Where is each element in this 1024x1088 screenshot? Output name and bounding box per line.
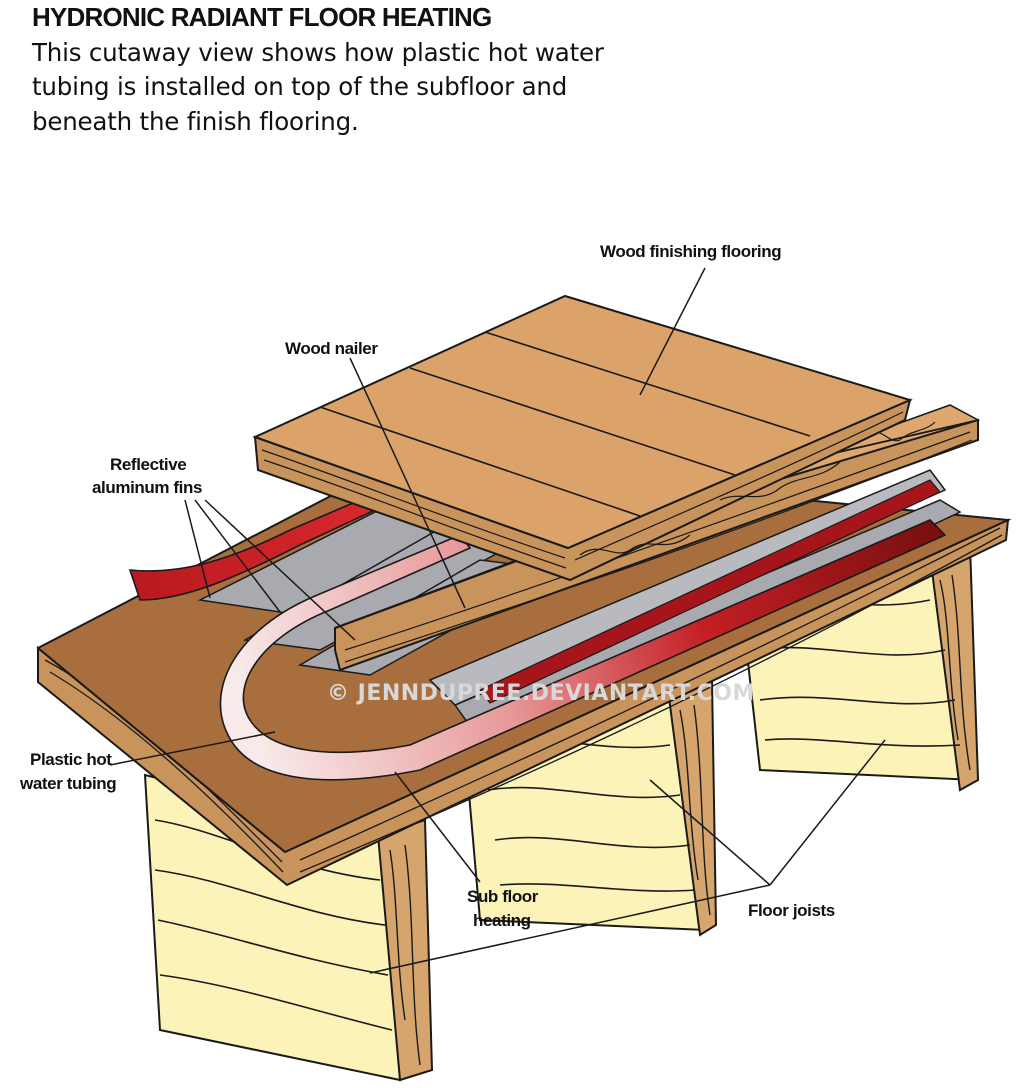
diagram-title: HYDRONIC RADIANT FLOOR HEATING: [32, 2, 492, 32]
label-floor-joists: Floor joists: [748, 901, 835, 920]
label-sub-floor-line1: Sub floor: [467, 887, 539, 906]
label-reflective-fins-line2: aluminum fins: [92, 478, 202, 497]
label-sub-floor-line2: heating: [473, 911, 531, 930]
label-plastic-tubing-line1: Plastic hot: [30, 750, 112, 769]
wood-nailer: [334, 404, 981, 672]
label-wood-nailer: Wood nailer: [285, 339, 378, 358]
leader-lines: [109, 267, 886, 974]
plastic-hot-water-tubing: [128, 479, 947, 781]
diagram-description: This cutaway view shows how plastic hot …: [32, 38, 604, 136]
label-wood-finishing-flooring: Wood finishing flooring: [600, 242, 781, 261]
watermark-text: © JENNDUPREE.DEVIANTART.COM: [327, 681, 755, 706]
label-reflective-fins-line1: Reflective: [110, 455, 186, 474]
wood-finishing-flooring: [252, 294, 913, 582]
label-plastic-tubing-line2: water tubing: [19, 774, 116, 793]
